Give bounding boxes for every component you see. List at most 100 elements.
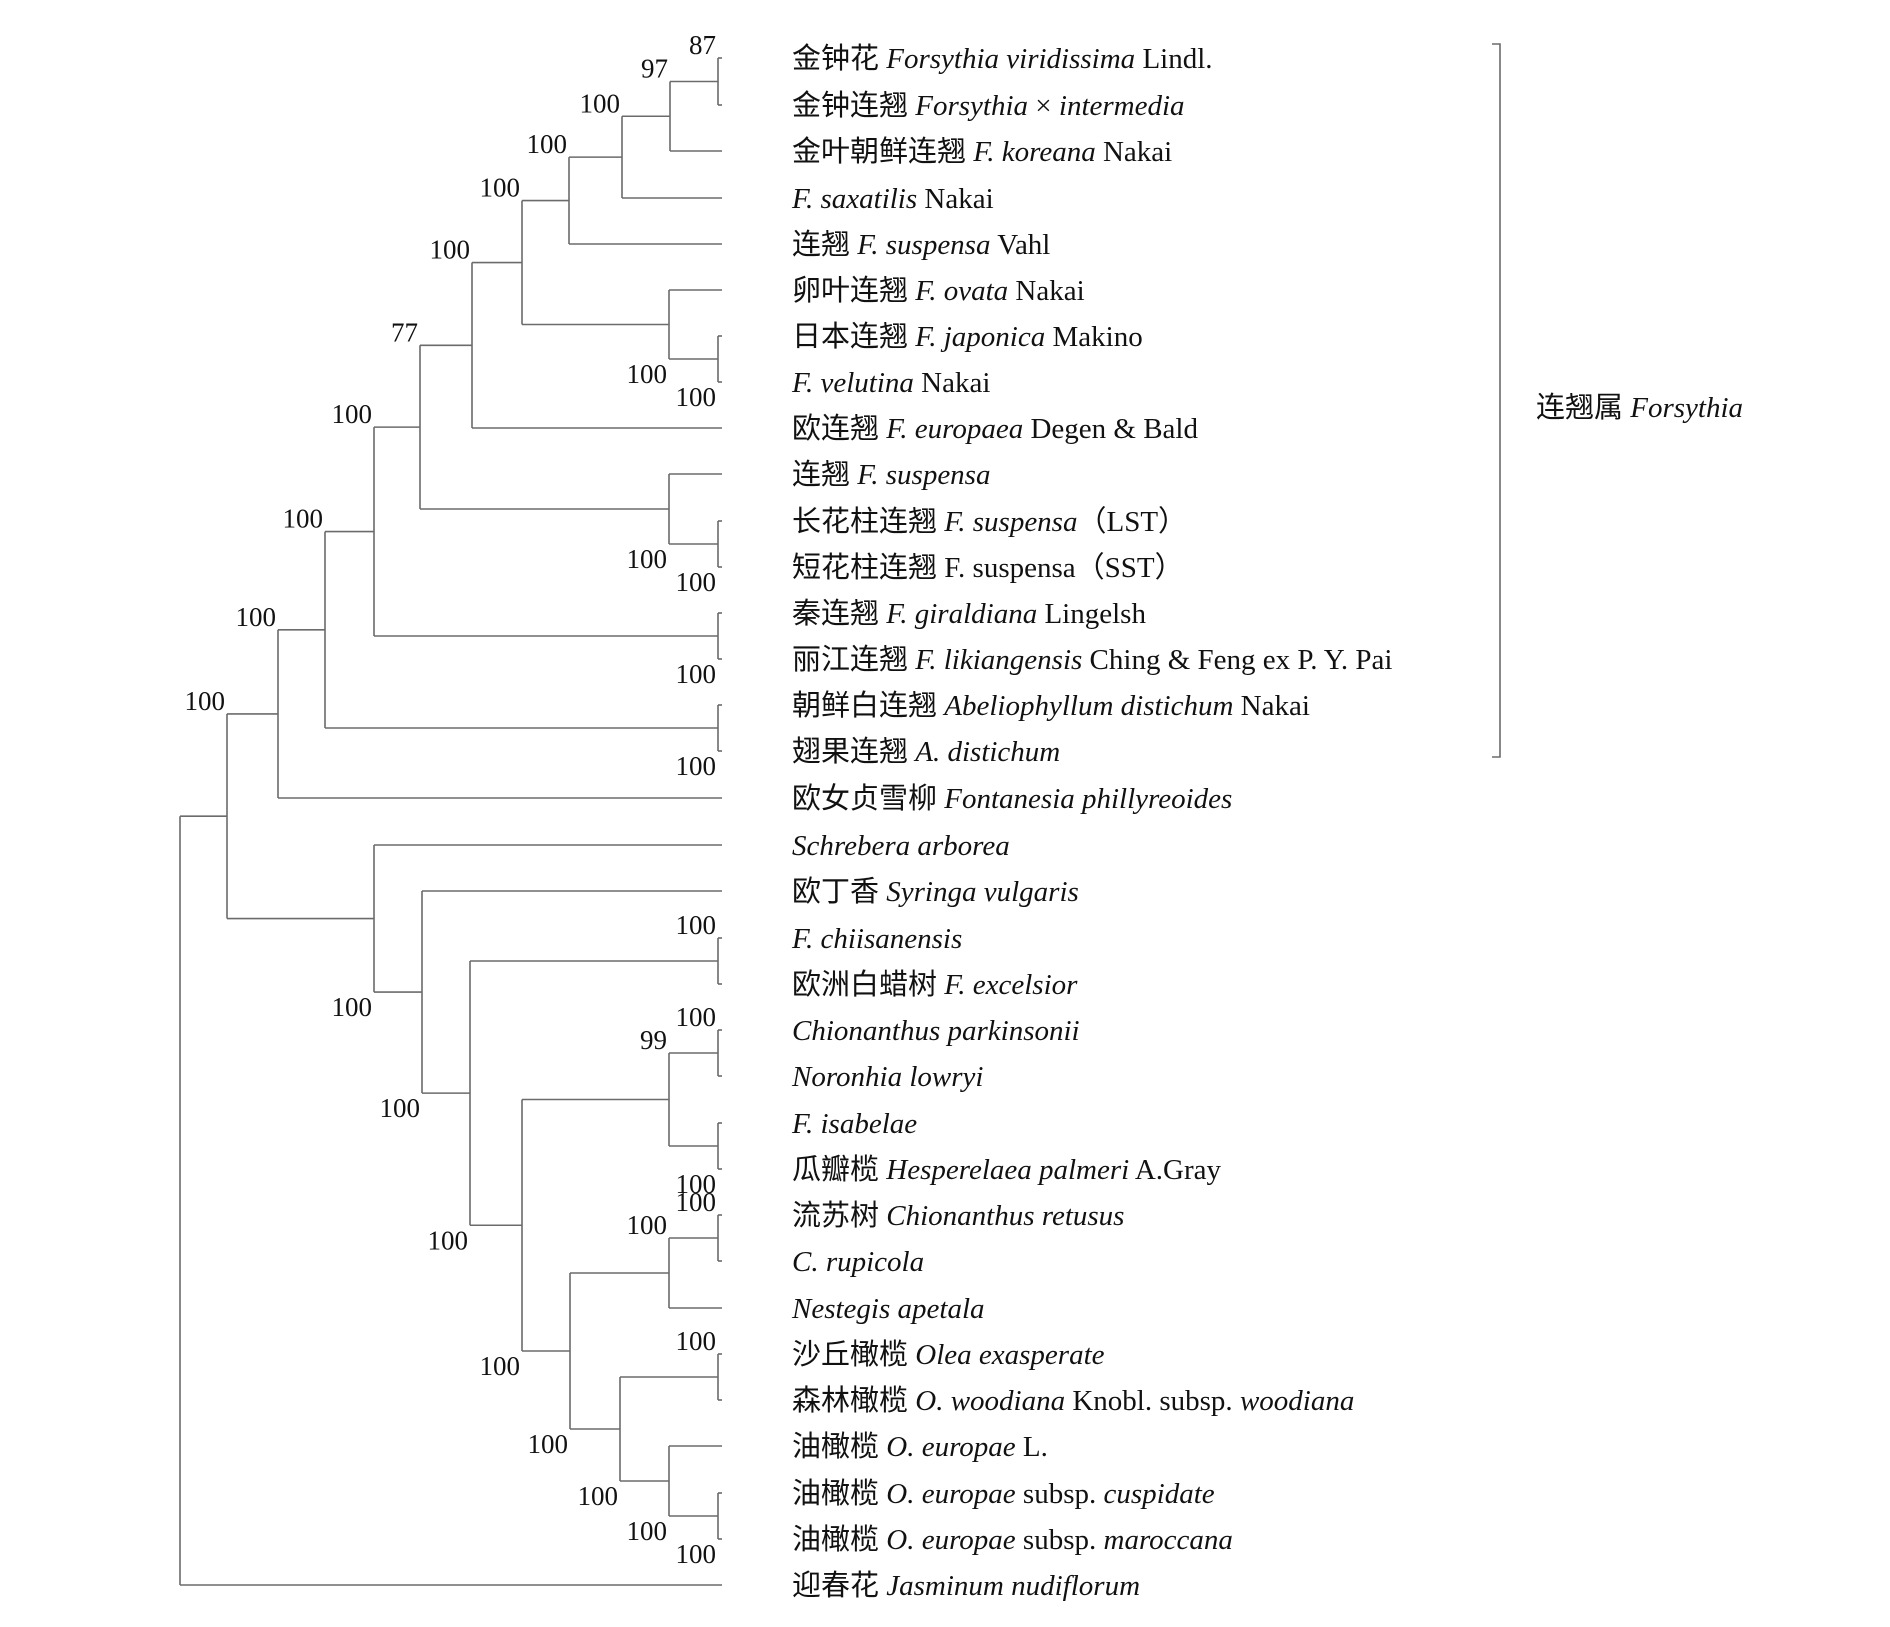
taxon-name-part: Chionanthus parkinsonii	[792, 1015, 1080, 1047]
taxon-name-part: 连翘	[792, 228, 857, 261]
taxon-name-part: intermedia	[1059, 90, 1185, 122]
support-value-nM: 100	[236, 602, 277, 632]
taxon-name-part: 朝鲜白连翘	[792, 689, 944, 722]
taxon-label-t30: 森林橄榄 O. woodiana Knobl. subsp. woodiana	[792, 1384, 1354, 1417]
support-value-n77: 77	[391, 317, 418, 347]
taxon-name-part: F. suspensa	[943, 506, 1077, 538]
taxon-name-part: （LST）	[1077, 506, 1187, 538]
taxon-label-t15: 朝鲜白连翘 Abeliophyllum distichum Nakai	[792, 689, 1310, 722]
taxon-label-t3: 金叶朝鲜连翘 F. koreana Nakai	[792, 135, 1172, 168]
taxon-name-part: F. giraldiana	[885, 598, 1037, 630]
taxon-name-part: 欧女贞雪柳	[792, 782, 944, 815]
taxon-label-t6: 卵叶连翘 F. ovata Nakai	[792, 274, 1085, 307]
taxon-name-part: Degen & Bald	[1023, 413, 1198, 445]
taxon-label-t28: Nestegis apetala	[791, 1293, 985, 1325]
support-value-n97: 97	[641, 54, 668, 84]
taxon-name-part: F. isabelae	[791, 1108, 917, 1140]
support-value-nI: 100	[676, 659, 717, 689]
taxon-name-part: 沙丘橄榄	[792, 1338, 915, 1371]
taxon-label-t23: Noronhia lowryi	[791, 1061, 983, 1093]
taxon-name-part: Nestegis apetala	[791, 1293, 985, 1325]
genus-bracket-line	[1492, 43, 1501, 758]
taxon-name-part: F. velutina	[791, 367, 914, 399]
taxon-name-part: C. rupicola	[792, 1246, 924, 1278]
taxon-name-part: Makino	[1045, 321, 1142, 353]
taxon-name-part: F. saxatilis	[791, 183, 917, 215]
taxon-name-part: Noronhia lowryi	[791, 1061, 983, 1093]
taxon-name-part: Olea exasperate	[915, 1339, 1104, 1371]
taxon-label-t22: Chionanthus parkinsonii	[792, 1015, 1080, 1047]
genus-bracket-label: 连翘属 Forsythia	[1536, 391, 1743, 424]
support-value-nV: 100	[578, 1481, 619, 1511]
taxon-label-t19: 欧丁香 Syringa vulgaris	[792, 875, 1079, 908]
support-value-nQ: 100	[676, 1187, 717, 1217]
taxon-name-part: F. europaea	[885, 413, 1023, 445]
taxon-name-part: Abeliophyllum distichum	[942, 690, 1233, 722]
taxon-name-part: Forsythia viridissima	[885, 43, 1135, 75]
support-value-nT: 100	[676, 1539, 717, 1569]
taxon-label-t25: 瓜瓣榄 Hesperelaea palmeri A.Gray	[792, 1153, 1222, 1186]
taxon-label-t31: 油橄榄 O. europae L.	[792, 1430, 1048, 1463]
taxon-name-part: 翅果连翘	[792, 735, 915, 768]
taxon-name-part: subsp.	[1016, 1478, 1104, 1510]
taxon-label-t33: 油橄榄 O. europae subsp. maroccana	[792, 1523, 1233, 1556]
taxon-name-part: F. suspensa	[856, 229, 990, 261]
genus-label-cn: 连翘属	[1536, 391, 1630, 424]
taxon-name-part: F. excelsior	[943, 969, 1078, 1001]
taxon-name-part: woodiana	[1240, 1385, 1354, 1417]
support-value-nW: 100	[528, 1429, 569, 1459]
taxon-label-t34: 迎春花 Jasminum nudiflorum	[792, 1569, 1140, 1602]
taxon-name-part: 日本连翘	[792, 320, 915, 353]
support-value-nB: 100	[527, 129, 568, 159]
support-value-nZ: 100	[380, 1093, 421, 1123]
taxon-label-t29: 沙丘橄榄 Olea exasperate	[792, 1338, 1105, 1371]
genus-bracket: 连翘属 Forsythia	[1492, 43, 1743, 758]
taxon-label-t1: 金钟花 Forsythia viridissima Lindl.	[792, 42, 1213, 75]
taxon-labels: 金钟花 Forsythia viridissima Lindl. 金钟连翘 For…	[791, 42, 1392, 1602]
genus-label-latin: Forsythia	[1629, 392, 1743, 424]
taxon-name-part: Jasminum nudiflorum	[886, 1570, 1140, 1602]
taxon-label-t24: F. isabelae	[791, 1108, 917, 1140]
support-value-nO: 100	[676, 1002, 717, 1032]
support-value-nD: 100	[627, 359, 668, 389]
tree-branches	[179, 57, 722, 1586]
taxon-label-t2: 金钟连翘 Forsythia × intermedia	[792, 89, 1185, 122]
taxon-name-part: Knobl. subsp.	[1065, 1385, 1240, 1417]
taxon-name-part: O. europae	[886, 1478, 1016, 1510]
taxon-label-t17: 欧女贞雪柳 Fontanesia phillyreoides	[792, 782, 1232, 815]
taxon-label-t11: 长花柱连翘 F. suspensa（LST）	[792, 505, 1187, 538]
taxon-name-part: 森林橄榄	[792, 1384, 915, 1417]
support-value-nN: 100	[676, 910, 717, 940]
support-value-nS: 100	[676, 1326, 717, 1356]
taxon-name-part: 金叶朝鲜连翘	[792, 135, 973, 168]
taxon-name-part: Syringa vulgaris	[886, 876, 1079, 908]
taxon-name-part: subsp.	[1016, 1524, 1104, 1556]
taxon-name-part: 迎春花	[792, 1569, 886, 1602]
taxon-name-part: F. likiangensis	[914, 644, 1082, 676]
support-value-nJ: 100	[332, 399, 373, 429]
support-value-nG: 100	[676, 567, 717, 597]
taxon-label-t5: 连翘 F. suspensa Vahl	[792, 228, 1050, 261]
taxon-name-part: F. ovata	[914, 275, 1008, 307]
taxon-name-part: 油橄榄	[792, 1477, 886, 1510]
taxon-name-part: O. europae	[886, 1431, 1016, 1463]
taxon-label-t12: 短花柱连翘 F. suspensa（SST）	[792, 551, 1184, 584]
taxon-name-part: Nakai	[914, 367, 991, 399]
taxon-label-t18: Schrebera arborea	[792, 830, 1010, 862]
taxon-name-part: 丽江连翘	[792, 643, 915, 676]
taxon-label-t16: 翅果连翘 A. distichum	[792, 735, 1060, 768]
taxon-name-part: F. chiisanensis	[791, 923, 962, 955]
support-value-nAA: 100	[332, 992, 373, 1022]
support-value-nE: 100	[480, 173, 521, 203]
taxon-name-part: Lingelsh	[1037, 598, 1146, 630]
taxon-name-part: 欧连翘	[792, 412, 886, 445]
support-value-nX: 100	[480, 1351, 521, 1381]
taxon-name-part: Lindl.	[1135, 43, 1212, 75]
taxon-name-part: Nakai	[1233, 690, 1310, 722]
support-value-nU: 100	[627, 1516, 668, 1546]
taxon-label-t32: 油橄榄 O. europae subsp. cuspidate	[792, 1477, 1215, 1510]
taxon-name-part: 油橄榄	[792, 1523, 886, 1556]
taxon-name-part: 欧丁香	[792, 875, 886, 908]
taxon-name-part: A.Gray	[1129, 1154, 1221, 1186]
taxon-name-part: Chionanthus retusus	[886, 1200, 1124, 1232]
